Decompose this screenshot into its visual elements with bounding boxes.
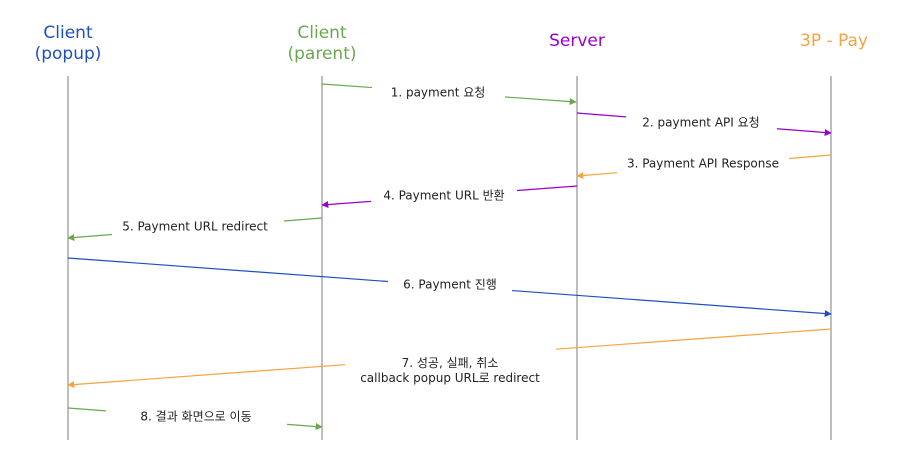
message-label: 2. payment API 요청 (642, 116, 759, 130)
message-4: 4. Payment URL 반환 (321, 185, 578, 209)
actor-label-parent: Client (297, 23, 347, 43)
actor-label-parent: (parent) (288, 44, 357, 64)
message-arrow (286, 423, 323, 431)
message-line-start (283, 217, 323, 222)
message-label: 1. payment 요청 (391, 86, 486, 100)
message-label: callback popup URL로 redirect (360, 371, 540, 385)
message-1: 1. payment 요청 (321, 83, 577, 106)
message-label: 6. Payment 진행 (403, 277, 497, 292)
actor-label-popup: (popup) (35, 44, 102, 64)
message-arrow (576, 171, 618, 179)
message-6: 6. Payment 진행 (67, 257, 832, 318)
message-8: 8. 결과 화면으로 이동 (67, 407, 323, 431)
message-line-start (321, 83, 373, 89)
message-arrow (67, 233, 113, 241)
message-line-start (67, 257, 389, 283)
message-3: 3. Payment API Response (576, 154, 832, 179)
message-line-start (67, 407, 107, 412)
message-arrow (321, 200, 372, 209)
message-label: 3. Payment API Response (627, 157, 779, 171)
message-label: 4. Payment URL 반환 (383, 189, 504, 203)
actor-label-popup: Client (43, 23, 93, 43)
message-label: 7. 성공, 실패, 취소 (402, 356, 499, 370)
actor-label-pay: 3P - Pay (800, 31, 868, 51)
message-arrow (504, 96, 577, 106)
message-arrow (511, 289, 832, 318)
message-line-start (516, 185, 578, 192)
message-5: 5. Payment URL redirect (67, 217, 323, 241)
message-line-start (555, 328, 832, 350)
message-line-start (576, 112, 627, 118)
message-label: 5. Payment URL redirect (122, 220, 268, 234)
message-2: 2. payment API 요청 (576, 112, 832, 136)
message-arrow (776, 128, 832, 136)
message-label: 8. 결과 화면으로 이동 (140, 410, 251, 424)
message-line-start (788, 154, 832, 160)
actor-label-server: Server (549, 31, 605, 51)
message-arrow (67, 364, 346, 389)
